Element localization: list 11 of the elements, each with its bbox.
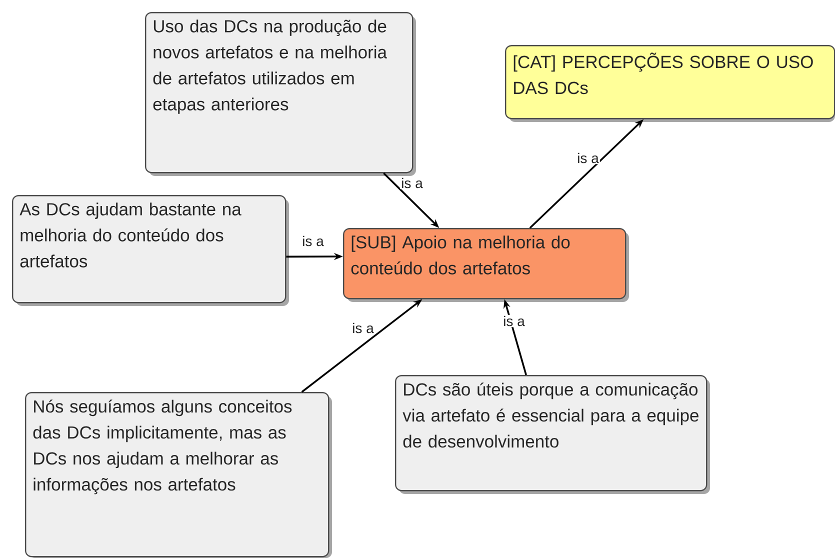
edge-label: is a bbox=[301, 234, 325, 248]
edge-label: is a bbox=[351, 322, 375, 334]
concept-box: Uso das DCs na produção de novos artefatos e na melhoria de artefatos utilizados em etapas anteriores bbox=[145, 12, 416, 176]
edge-label: is a bbox=[576, 152, 600, 164]
concept-box: Nós seguíamos alguns conceitos das DCs implicitamente, mas as DCs nos ajudam a melhorar as informações nos artefatos bbox=[25, 392, 332, 558]
concept-box: DCs são úteis porque a comunicação via artefato é essencial para a equipe de desenvolvimento bbox=[395, 375, 710, 494]
edge-label: is a bbox=[502, 314, 526, 328]
concept-box: As DCs ajudam bastante na melhoria do conteúdo dos artefatos bbox=[12, 195, 289, 306]
subcategory-box: [SUB] Apoio na melhoria do conteúdo dos artefatos bbox=[343, 228, 629, 302]
category-box: [CAT] PERCEPÇÕES SOBRE O USO DAS DCs bbox=[505, 45, 835, 122]
edge-label: is a bbox=[400, 176, 424, 190]
